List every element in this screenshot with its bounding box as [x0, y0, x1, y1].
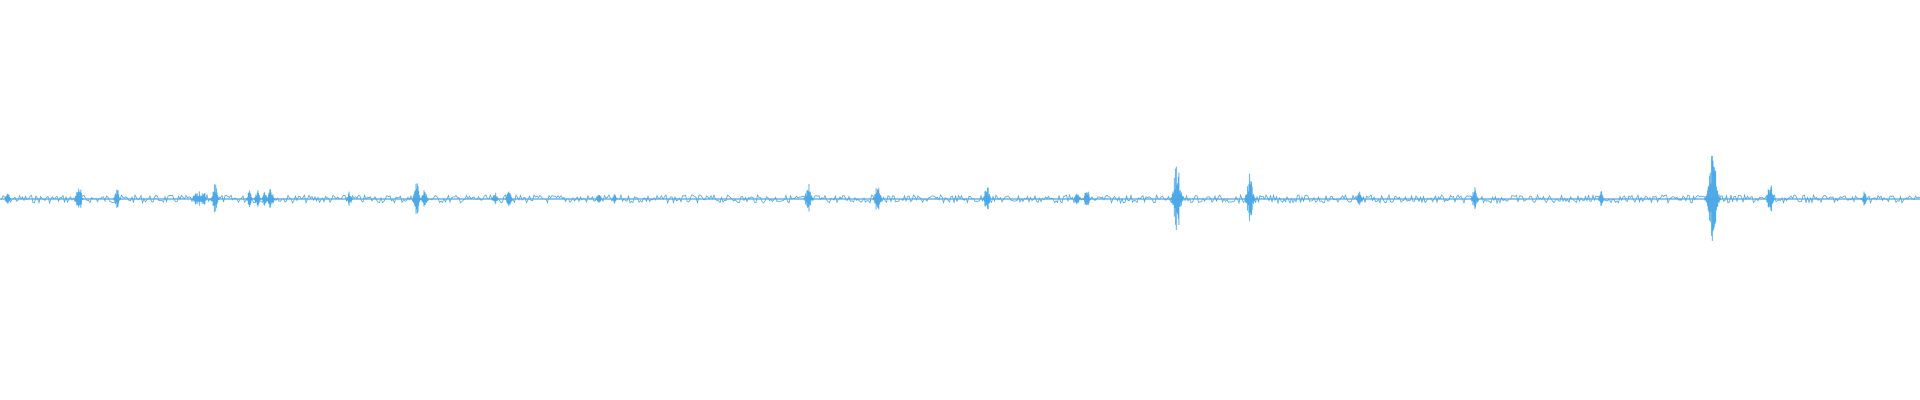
waveform-spike: [73, 188, 84, 208]
waveform-spike: [411, 183, 422, 214]
waveform-spike: [504, 191, 514, 207]
waveform-spike: [1072, 193, 1082, 205]
waveform-spike: [1082, 191, 1092, 206]
waveform-spike: [199, 193, 208, 205]
waveform-spike: [981, 187, 992, 210]
waveform-spike: [1597, 191, 1606, 206]
waveform-spike: [872, 187, 883, 210]
waveform-spike: [266, 189, 276, 208]
waveform-spike: [803, 183, 814, 212]
waveform-spike: [1355, 191, 1364, 206]
waveform-spike: [610, 194, 619, 204]
waveform-spike: [112, 189, 122, 209]
waveform-spike: [252, 190, 262, 207]
waveform-spike: [1243, 173, 1256, 221]
waveform-spike: [3, 193, 12, 204]
waveform-spike: [1860, 191, 1869, 206]
waveform-spike: [1764, 185, 1776, 212]
waveform-spike: [245, 190, 255, 208]
waveform-spike: [1169, 166, 1185, 230]
waveform-spike: [1469, 187, 1480, 210]
waveform-spike: [345, 191, 354, 206]
waveform-spike: [594, 195, 604, 203]
waveform-spike: [491, 192, 500, 205]
waveform-spike: [419, 190, 429, 207]
waveform-spike: [1704, 155, 1721, 241]
waveform-spike: [209, 184, 221, 213]
